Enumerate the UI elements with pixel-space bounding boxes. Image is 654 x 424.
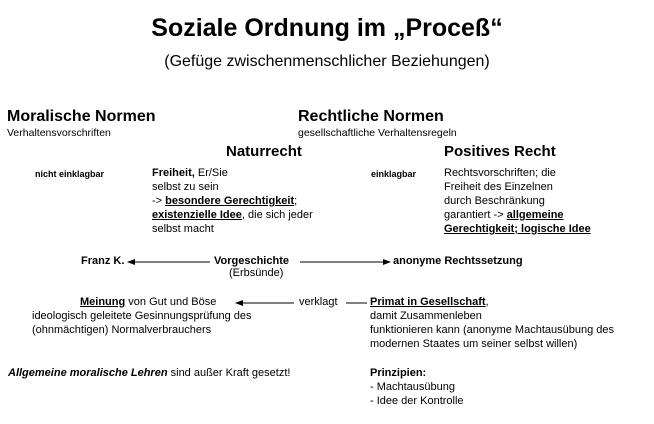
meinung-line3: (ohnmächtigen) Normalverbrauchers — [32, 324, 212, 336]
meinung-line2: ideologisch geleitete Gesinnungsprüfung … — [32, 310, 252, 322]
moral-norms-heading: Moralische Normen — [7, 108, 156, 125]
page-title: Soziale Ordnung im „Proceß“ — [151, 14, 503, 42]
positives-recht-heading: Positives Recht — [444, 143, 556, 160]
positives-recht-tag: einklagbar — [371, 169, 417, 179]
existenzielle-idee-term: existenzielle Idee — [152, 209, 242, 221]
naturrecht-line3-pre: -> — [152, 195, 166, 207]
legal-norms-heading: Rechtliche Normen — [298, 108, 444, 125]
naturrecht-line2: selbst zu sein — [152, 181, 219, 193]
allgemeine-gerechtigkeit-term: Gerechtigkeit; logische Idee — [444, 223, 591, 235]
positives-line3: durch Beschränkung — [444, 195, 545, 207]
primat-line3: funktionieren kann (anonyme Machtausübun… — [370, 324, 614, 336]
primat-post: , — [485, 296, 489, 308]
moral-lehren-note: Allgemeine moralische Lehren sind außer … — [8, 366, 290, 380]
meinung-rest: von Gut und Böse — [125, 296, 217, 308]
prinzipien-item-2: - Idee der Kontrolle — [370, 395, 464, 407]
franz-k-label: Franz K. — [81, 255, 125, 267]
moral-norms-sub: Verhaltensvorschriften — [7, 127, 111, 139]
allgemeine-term: allgemeine — [506, 209, 564, 221]
prinzipien-heading: Prinzipien: — [370, 367, 427, 379]
moral-lehren-term: Allgemeine moralische Lehren — [8, 367, 168, 379]
meinung-text: Meinung von Gut und Böse ideologisch gel… — [32, 295, 252, 337]
legal-norms-sub: gesellschaftliche Verhaltensregeln — [298, 127, 457, 139]
freiheit-term: Freiheit, — [152, 167, 195, 179]
verklagt-label: verklagt — [299, 296, 338, 308]
moral-lehren-rest: sind außer Kraft gesetzt! — [167, 367, 291, 379]
besondere-gerechtigkeit-term: besondere Gerechtigkeit — [165, 195, 295, 207]
positives-line4-pre: garantiert -> — [444, 209, 507, 221]
meinung-term: Meinung — [80, 296, 126, 308]
vorgeschichte-label: Vorgeschichte — [214, 255, 289, 267]
primat-line2: damit Zusammenleben — [370, 310, 482, 322]
naturrecht-line4-rest: , die sich jeder — [241, 209, 313, 221]
erbsuende-label: (Erbsünde) — [229, 267, 284, 279]
naturrecht-line3-post: ; — [294, 195, 298, 207]
page-subtitle: (Gefüge zwischenmenschlicher Beziehungen… — [164, 53, 490, 70]
positives-recht-text: Rechtsvorschriften; die Freiheit des Ein… — [444, 166, 591, 236]
prinzipien-item-1: - Machtausübung — [370, 381, 455, 393]
prinzipien-block: Prinzipien: - Machtausübung - Idee der K… — [370, 366, 464, 408]
primat-text: Primat in Gesellschaft, damit Zusammenle… — [370, 295, 614, 351]
positives-line1: Rechtsvorschriften; die — [444, 167, 556, 179]
primat-line4: modernen Staates um seiner selbst willen… — [370, 338, 578, 350]
primat-term: Primat in Gesellschaft — [370, 296, 486, 308]
naturrecht-line5: selbst macht — [152, 223, 214, 235]
naturrecht-line1-rest: Er/Sie — [194, 167, 228, 179]
naturrecht-heading: Naturrecht — [226, 143, 302, 160]
positives-line2: Freiheit des Einzelnen — [444, 181, 553, 193]
anonyme-rechtssetzung-label: anonyme Rechtssetzung — [393, 255, 523, 267]
naturrecht-tag: nicht einklagbar — [35, 169, 105, 179]
naturrecht-text: Freiheit, Er/Sie selbst zu sein -> beson… — [152, 166, 313, 236]
